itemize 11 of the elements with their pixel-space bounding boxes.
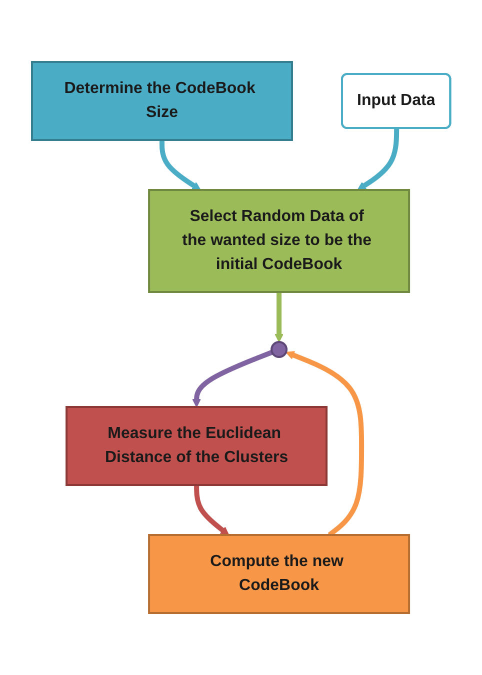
node-box: Select Random Data of the wanted size to be the initial CodeBook — [148, 189, 410, 293]
node-box: Measure the Euclidean Distance of the Clusters — [65, 406, 328, 486]
arrow — [286, 351, 364, 537]
arrow — [192, 350, 273, 408]
arrow — [357, 128, 399, 190]
arrow — [274, 292, 284, 342]
arrow — [159, 140, 201, 190]
arrow — [194, 485, 230, 536]
node-circle — [270, 341, 288, 358]
node-box: Determine the CodeBook Size — [30, 61, 293, 141]
node-box: Compute the new CodeBook — [148, 534, 410, 614]
